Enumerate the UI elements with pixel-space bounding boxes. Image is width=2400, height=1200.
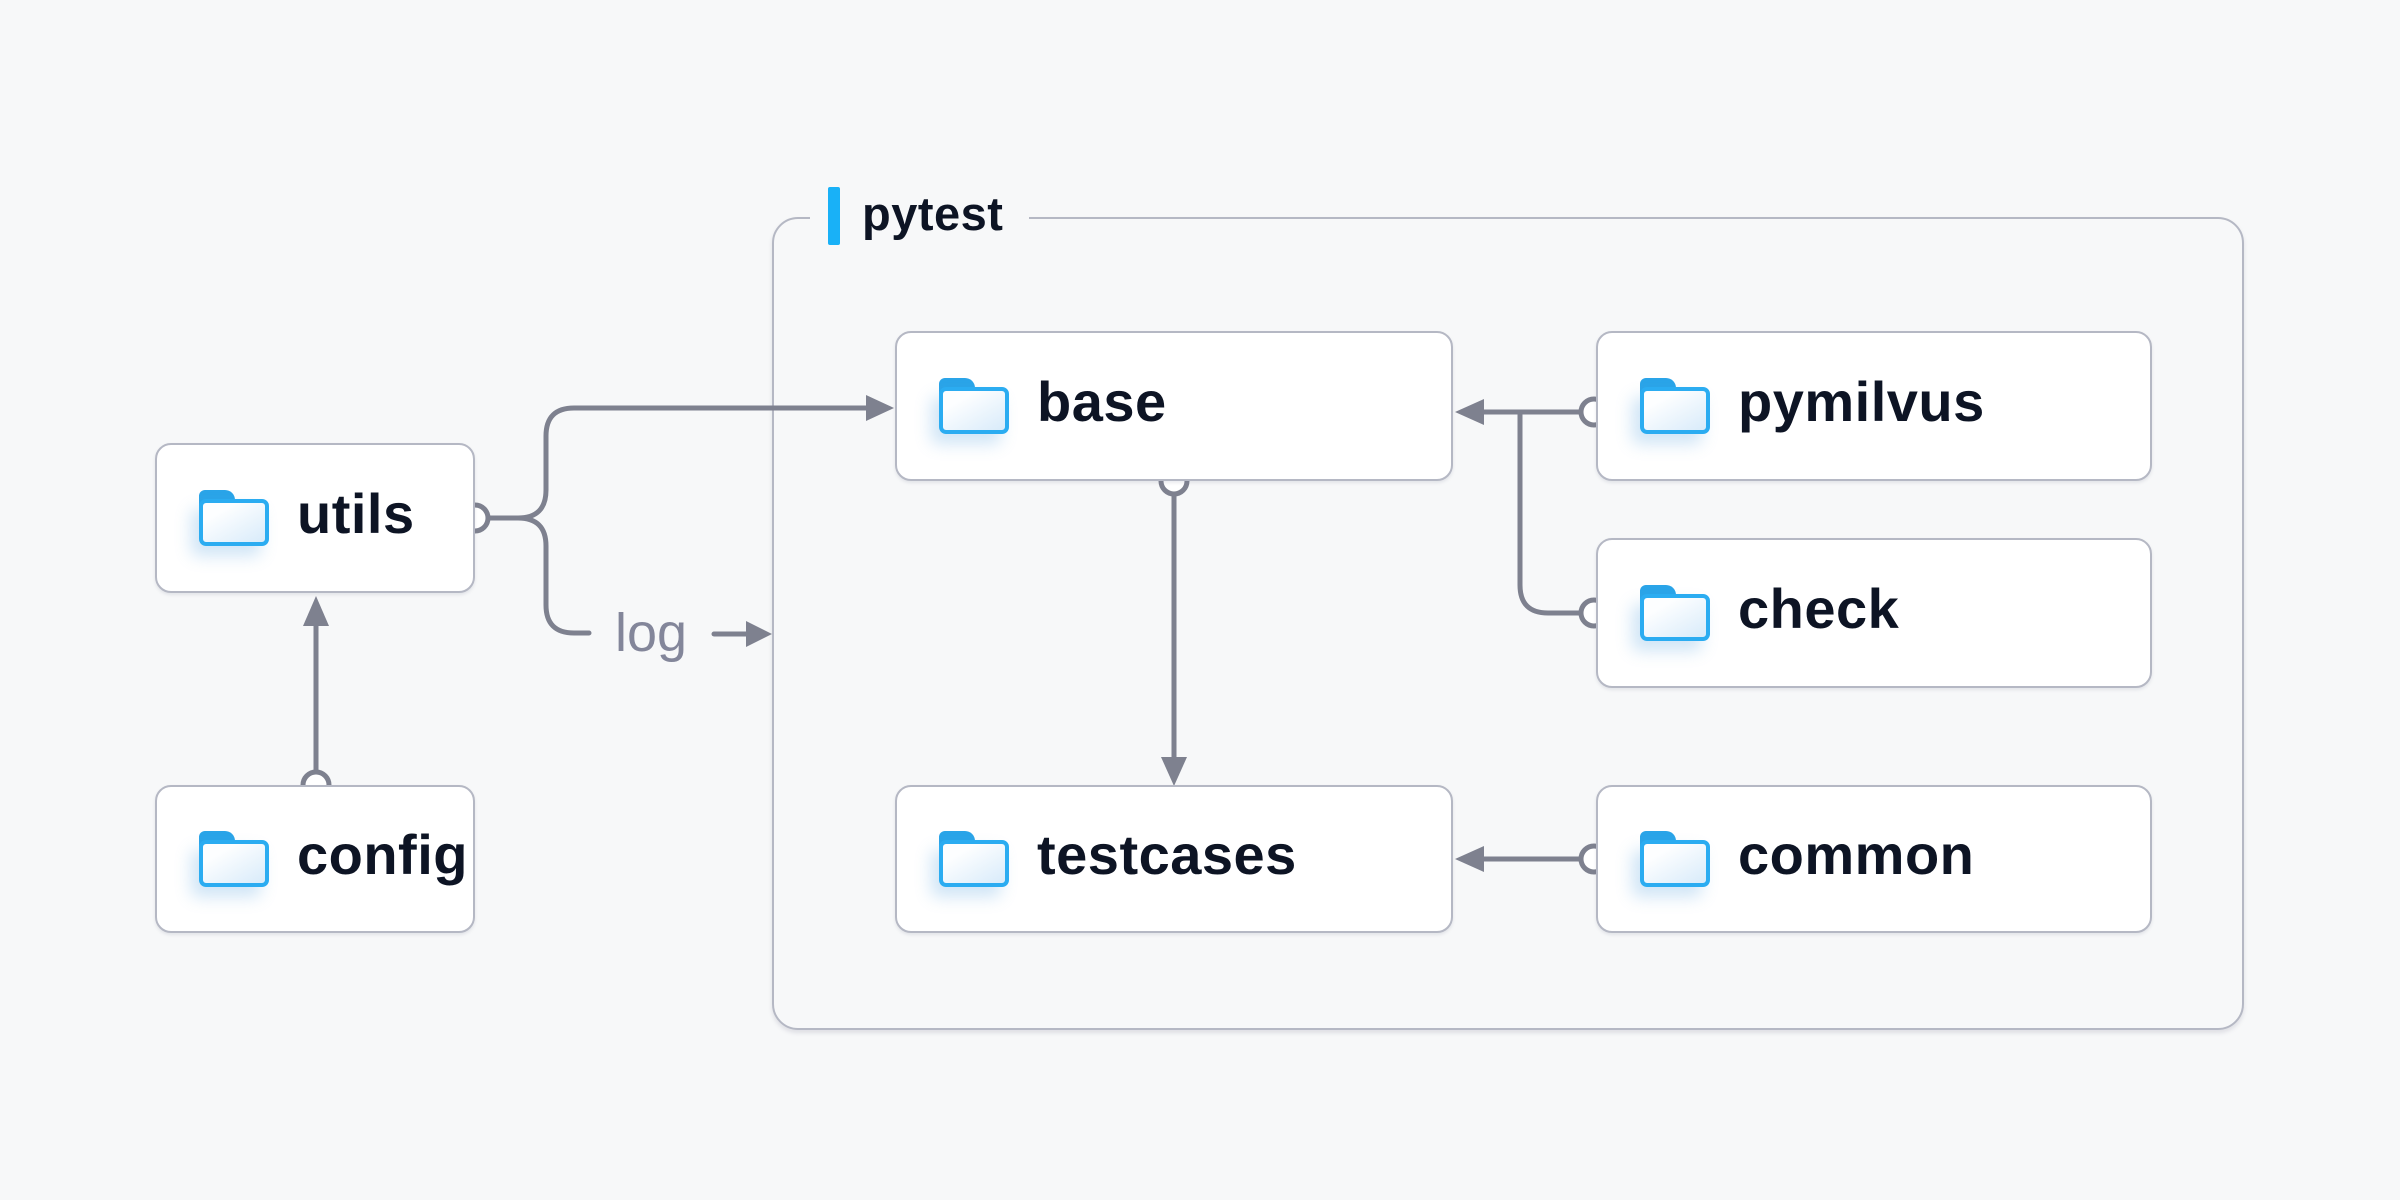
node-check: check xyxy=(1596,538,2152,688)
folder-icon-body xyxy=(1640,387,1710,434)
folder-icon xyxy=(939,378,1009,434)
node-label-config: config xyxy=(297,823,468,886)
edge-utils-base xyxy=(484,405,869,521)
folder-icon xyxy=(1640,378,1710,434)
folder-icon xyxy=(939,831,1009,887)
folder-icon-body xyxy=(939,840,1009,887)
folder-icon-body xyxy=(1640,840,1710,887)
pytest-accent-bar xyxy=(828,187,840,245)
pytest-label: pytest xyxy=(810,184,1030,248)
edge-utils-log xyxy=(484,515,592,636)
node-base: base xyxy=(895,331,1453,481)
edge-lines xyxy=(313,405,1584,862)
folder-icon xyxy=(199,831,269,887)
arrowhead-log xyxy=(746,621,772,647)
arrowhead-into-base-left xyxy=(866,395,894,421)
folder-icon-body xyxy=(199,840,269,887)
pytest-container xyxy=(772,217,2244,1030)
edge-check-base xyxy=(1517,409,1584,616)
edge-label-log: log xyxy=(614,603,688,663)
node-testcases: testcases xyxy=(895,785,1453,933)
folder-icon-body xyxy=(939,387,1009,434)
arrowhead-into-testcases-top xyxy=(1161,757,1187,786)
node-pymilvus: pymilvus xyxy=(1596,331,2152,481)
pytest-title: pytest xyxy=(862,186,1004,240)
node-label-utils: utils xyxy=(297,482,415,545)
node-config: config xyxy=(155,785,475,933)
folder-icon xyxy=(199,490,269,546)
folder-icon-body xyxy=(199,499,269,546)
node-label-base: base xyxy=(1037,370,1167,433)
node-label-pymilvus: pymilvus xyxy=(1738,370,1985,433)
node-utils: utils xyxy=(155,443,475,593)
folder-icon-body xyxy=(1640,594,1710,641)
node-label-check: check xyxy=(1738,577,1900,640)
arrowhead-into-utils xyxy=(303,596,329,626)
arrowhead-into-testcases-right xyxy=(1455,846,1484,872)
node-common: common xyxy=(1596,785,2152,933)
arrowheads xyxy=(303,395,1484,872)
folder-icon xyxy=(1640,585,1710,641)
node-label-testcases: testcases xyxy=(1037,823,1297,886)
arrowhead-into-base-right xyxy=(1455,399,1484,425)
folder-icon xyxy=(1640,831,1710,887)
node-label-common: common xyxy=(1738,823,1975,886)
